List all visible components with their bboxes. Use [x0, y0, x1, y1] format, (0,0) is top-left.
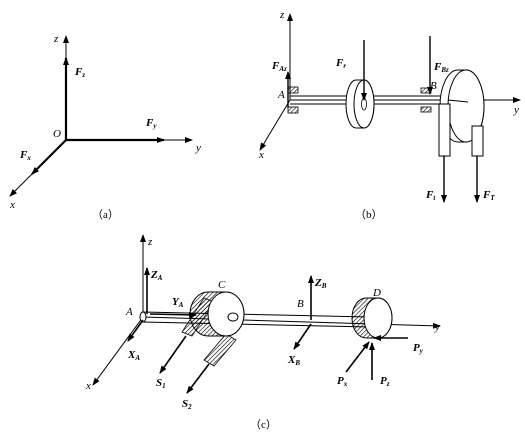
a-force-fx — [31, 139, 67, 175]
c-z-label: z — [147, 236, 153, 248]
c-force-xa — [127, 319, 144, 342]
c-belt-strand-2 — [203, 333, 237, 367]
c-px-label: Px — [337, 375, 348, 388]
c-shaft-end-a — [139, 311, 147, 323]
b-fT-label: FT — [482, 189, 495, 202]
c-point-d: D — [372, 287, 381, 299]
panel-a: z y x O Fz Fy Fx （a） — [9, 33, 201, 221]
b-belt-left — [438, 103, 451, 157]
c-x-axis — [92, 316, 144, 386]
c-force-s1 — [159, 335, 187, 374]
b-faz-label: FAz — [271, 60, 287, 73]
a-fx-label: Fx — [19, 149, 31, 162]
b-bearing-a-bottom — [287, 106, 299, 114]
a-z-label: z — [53, 33, 59, 45]
c-force-xb — [293, 323, 312, 350]
b-bearing-a-top — [287, 86, 299, 94]
c-pulley-hub — [227, 312, 239, 322]
c-za-label: ZA — [150, 269, 163, 282]
c-gear-face — [363, 297, 393, 339]
c-pulley-face — [207, 291, 245, 337]
b-caption: （b） — [355, 208, 383, 221]
b-y-label: y — [513, 104, 519, 116]
c-force-s2 — [186, 363, 210, 394]
b-point-a: A — [277, 89, 285, 101]
c-point-b: B — [297, 298, 304, 310]
b-pulley-shaft-end — [447, 99, 469, 103]
c-caption: （c） — [250, 418, 277, 431]
b-point-b: B — [430, 80, 437, 92]
b-ft-label: Ft — [425, 189, 436, 202]
c-xa-label: XA — [127, 349, 140, 362]
b-fbz-label: FBz — [433, 61, 449, 74]
c-s1-label: S1 — [156, 377, 166, 390]
c-point-c: C — [218, 279, 226, 291]
c-s2-label: S2 — [182, 398, 192, 411]
c-ya-label: YA — [172, 296, 184, 309]
b-fr-label: Fr — [335, 57, 346, 70]
c-shaft-top — [142, 311, 371, 318]
c-pz-label: Pz — [380, 375, 390, 388]
panel-b: z y x A B FAz Fr FBz Ft — [258, 9, 521, 221]
c-force-ya — [149, 311, 197, 318]
c-shaft-bottom — [142, 321, 371, 328]
a-caption: （a） — [92, 208, 119, 221]
c-zb-label: ZB — [314, 277, 327, 290]
c-y-label: y — [434, 321, 440, 333]
panel-c: z y x A B C D ZA YA XA — [85, 234, 441, 431]
c-x-label: x — [85, 380, 91, 392]
b-z-label: z — [279, 9, 285, 21]
c-xb-label: XB — [287, 354, 300, 367]
c-point-a: A — [125, 306, 133, 318]
a-y-label: y — [195, 142, 201, 154]
c-py-label: Py — [413, 342, 424, 355]
c-force-px — [345, 341, 370, 373]
a-fy-label: Fy — [145, 117, 157, 130]
b-x-label: x — [258, 149, 264, 161]
a-x-label: x — [9, 199, 15, 211]
b-belt-right — [471, 125, 484, 157]
b-bearing-b-bottom — [420, 106, 432, 113]
b-x-axis — [259, 99, 291, 151]
a-origin-label: O — [53, 128, 61, 140]
a-fz-label: Fz — [74, 66, 85, 79]
